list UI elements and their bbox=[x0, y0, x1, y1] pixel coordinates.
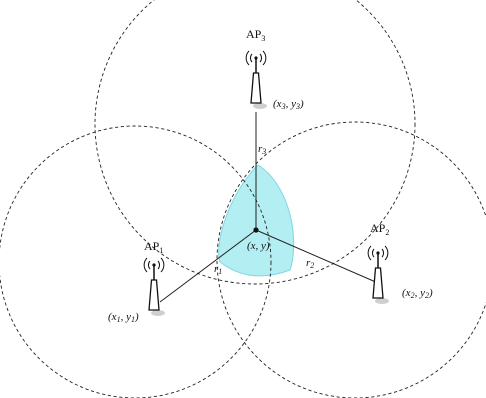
coverage-circle-ap1 bbox=[0, 125, 272, 398]
access-point-ap3: AP3 (x3, y3) bbox=[245, 27, 304, 111]
ap2-coordinates: (x2, y2) bbox=[402, 287, 433, 300]
distance-label-r2: r2 bbox=[306, 257, 314, 270]
ap2-label: AP2 bbox=[370, 221, 389, 237]
access-point-ap2: AP2 (x2, y2) bbox=[367, 221, 433, 304]
coverage-circle-ap3 bbox=[94, 0, 416, 285]
ap3-label: AP3 bbox=[246, 27, 265, 43]
distance-label-r1: r1 bbox=[214, 263, 222, 276]
target-point bbox=[253, 227, 259, 233]
router-icon bbox=[367, 245, 389, 304]
coverage-circle-ap2 bbox=[216, 121, 486, 398]
distance-label-r3: r3 bbox=[258, 143, 266, 156]
ap1-coordinates: (x1, y1) bbox=[108, 311, 139, 324]
distance-line-r2 bbox=[255, 229, 379, 284]
router-icon bbox=[143, 257, 165, 316]
access-point-ap1: AP1 (x1, y1) bbox=[108, 239, 165, 324]
router-icon bbox=[245, 50, 267, 109]
distance-line-r1 bbox=[159, 229, 257, 303]
ap3-coordinates: (x3, y3) bbox=[273, 98, 304, 111]
target-label: (x, y) bbox=[247, 240, 270, 252]
ap1-label: AP1 bbox=[144, 239, 163, 255]
